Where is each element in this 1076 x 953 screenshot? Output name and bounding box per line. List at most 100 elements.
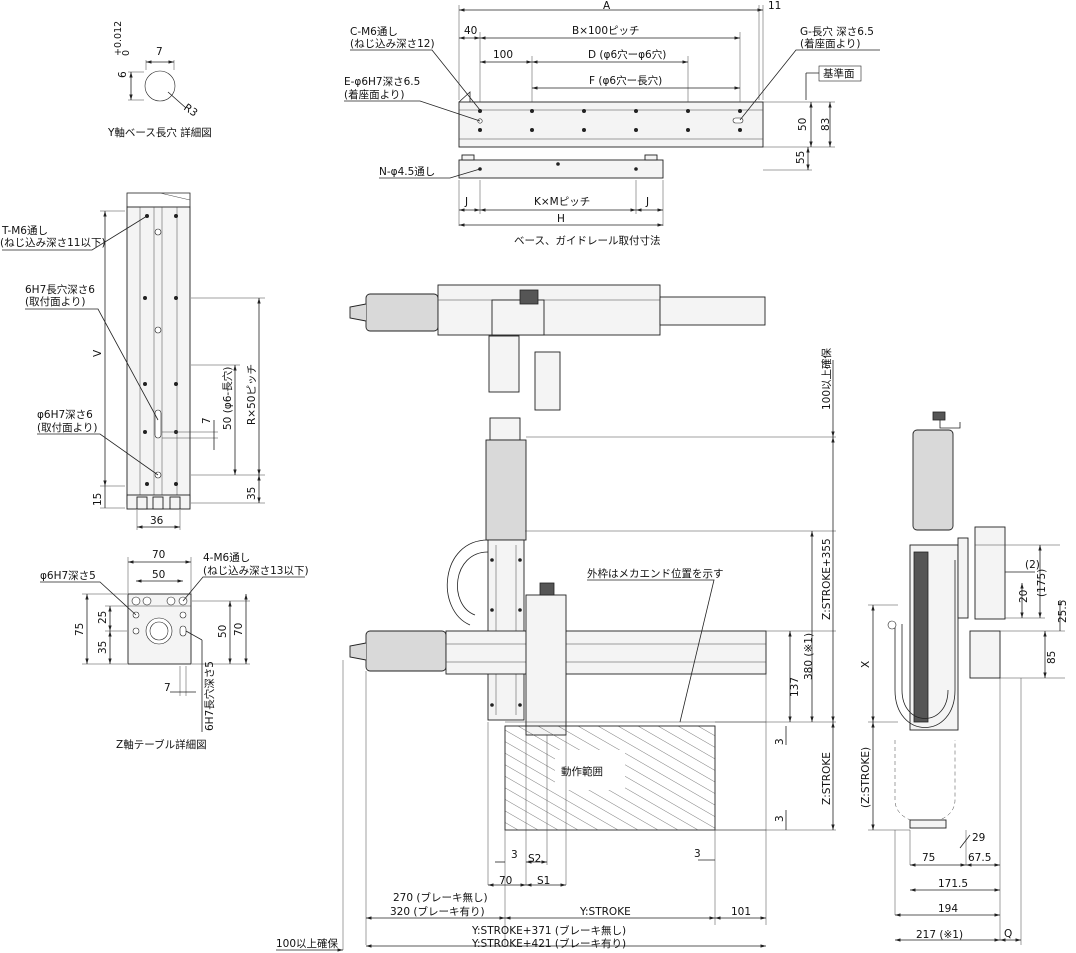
z-pin-callout: φ6H7深さ5 — [40, 570, 96, 582]
slot-tol-upper: +0.012 — [113, 21, 124, 56]
base-view: A 11 40 B×100ピッチ 100 D (φ6穴ーφ6穴) F (φ6穴ー… — [344, 0, 880, 247]
side-dim-175: (175) — [1036, 569, 1048, 597]
z-dim-25: 25 — [97, 611, 109, 624]
side-dim-171-5: 171.5 — [938, 878, 968, 890]
dim-50-slot: 50 (φ6-長穴) — [221, 367, 234, 430]
dim-35: 35 — [246, 487, 258, 500]
z-table-detail: 70 50 75 25 35 50 70 7 6H7長穴深さ5 φ6H7深さ5 … — [40, 549, 309, 751]
side-dim-2: (2) — [1025, 559, 1040, 571]
left-column-view: V 15 36 R×50ピッチ 35 50 (φ6-長穴) 7 T-M6通し (… — [0, 192, 265, 530]
dim-36: 36 — [150, 515, 164, 527]
callout-g-slot: G-長穴 深さ6.5 — [800, 25, 874, 38]
dim-s1: S1 — [537, 875, 550, 887]
dim-50: 50 — [797, 118, 809, 131]
motion-range-label: 動作範囲 — [561, 765, 603, 778]
side-motor — [912, 429, 954, 531]
guide-rail-body — [458, 159, 664, 179]
dim-h: H — [557, 213, 565, 225]
z-m6-depth: (ねじ込み深さ13以下) — [203, 565, 309, 577]
side-dim-25-5: 25.5 — [1057, 600, 1069, 623]
dim-3-b: 3 — [774, 815, 786, 822]
dim-40: 40 — [464, 25, 477, 37]
side-dim-217: 217 (※1) — [916, 929, 963, 941]
side-dim-75: 75 — [922, 852, 935, 864]
z-motor — [485, 439, 527, 541]
callout-pin-6h7: φ6H7深さ6 — [37, 409, 93, 421]
callout-c-m6: C-M6通し — [350, 26, 398, 38]
z-slider-body — [487, 539, 525, 721]
column-body — [126, 206, 191, 505]
side-dim-20: 20 — [1018, 590, 1030, 603]
y-axis-body — [445, 630, 767, 675]
callout-t-m6: T-M6通し — [1, 225, 48, 237]
y-motor — [365, 630, 447, 672]
slot-tol-lower: 0 — [121, 50, 132, 56]
callout-slot-6h7: 6H7長穴深さ6 — [25, 283, 95, 296]
dim-101: 101 — [731, 906, 751, 918]
slot-width-dim: 7 — [156, 46, 163, 58]
dim-b-pitch: B×100ピッチ — [572, 25, 640, 37]
callout-pin-6h7-ref: (取付面より) — [37, 421, 97, 434]
dim-y-stroke: Y:STROKE — [579, 906, 631, 918]
callout-t-m6-depth: (ねじ込み深さ11以下) — [0, 237, 106, 249]
dim-total-off: Y:STROKE+371 (ブレーキ無し) — [471, 924, 626, 937]
callout-e-pin-ref: (着座面より) — [344, 88, 404, 101]
dim-brake-off: 270 (ブレーキ無し) — [393, 891, 488, 904]
dim-70: 70 — [499, 875, 512, 887]
dim-d: D (φ6穴ーφ6穴) — [588, 48, 666, 61]
dim-55: 55 — [795, 151, 807, 164]
dim-r-pitch: R×50ピッチ — [246, 364, 258, 425]
main-front-view: 動作範囲 外枠はメカエンド位置を示す 100以上確保 Z:STROKE+355 … — [276, 284, 836, 952]
dim-v: V — [92, 349, 104, 357]
base-view-caption: ベース、ガイドレール取付寸法 — [514, 234, 660, 247]
side-dim-67-5: 67.5 — [968, 852, 991, 864]
dim-380: 380 (※1) — [803, 633, 815, 680]
dim-100: 100 — [493, 49, 513, 61]
z-dim-50-right: 50 — [217, 625, 229, 638]
clearance-top: 100以上確保 — [820, 347, 833, 410]
dim-s2: S2 — [528, 853, 541, 865]
z-dim-7: 7 — [164, 682, 171, 694]
z-slot-callout: 6H7長穴深さ5 — [203, 661, 216, 731]
side-view: X (Z:STROKE) (2) (175) 20 25.5 85 75 67.… — [860, 411, 1069, 945]
dim-z-stroke-355: Z:STROKE+355 — [821, 538, 833, 620]
y-slot-detail-title: Y軸ベース長穴 詳細図 — [107, 126, 212, 139]
clearance-left: 100以上確保 — [276, 937, 339, 950]
side-dim-q: Q — [1004, 928, 1012, 940]
slot-height-dim: 6 — [117, 71, 129, 78]
z-dim-35: 35 — [97, 641, 109, 654]
upper-motor — [365, 293, 439, 332]
dim-15: 15 — [92, 493, 104, 506]
side-dim-z-stroke: (Z:STROKE) — [860, 747, 872, 808]
dim-a: A — [603, 0, 611, 12]
callout-e-pin: E-φ6H7深さ6.5 — [344, 76, 420, 88]
z-dim-75: 75 — [74, 623, 86, 636]
slot-shape — [144, 70, 176, 102]
dim-3-d: 3 — [694, 848, 701, 860]
z-dim-50-top: 50 — [152, 569, 165, 581]
dim-7-col: 7 — [201, 417, 213, 424]
side-dim-29: 29 — [972, 832, 985, 844]
dim-total-on: Y:STROKE+421 (ブレーキ有り) — [471, 937, 626, 950]
callout-c-m6-depth: (ねじ込み深さ12) — [350, 38, 435, 50]
dim-j-left: J — [464, 196, 468, 208]
side-dim-x: X — [860, 661, 872, 668]
outline-note: 外枠はメカエンド位置を示す — [587, 567, 724, 580]
dim-3-c: 3 — [511, 849, 518, 861]
dim-137: 137 — [789, 677, 801, 697]
slot-radius: R3 — [181, 102, 199, 120]
y-slot-detail: 7 6 +0.012 0 R3 Y軸ベース長穴 詳細図 — [107, 21, 212, 139]
z-dim-70-top: 70 — [152, 549, 165, 561]
dim-83: 83 — [820, 118, 832, 131]
dim-j-right: J — [645, 196, 649, 208]
z-table-title: Z軸テーブル詳細図 — [116, 738, 207, 751]
z-dim-70-right: 70 — [233, 623, 245, 636]
dim-brake-on: 320 (ブレーキ有り) — [390, 905, 485, 918]
side-dim-194: 194 — [938, 903, 958, 915]
base-top-body — [458, 101, 764, 148]
dim-3-a: 3 — [774, 738, 786, 745]
reference-plane: 基準面 — [823, 67, 855, 80]
dim-z-stroke: Z:STROKE — [821, 752, 833, 805]
